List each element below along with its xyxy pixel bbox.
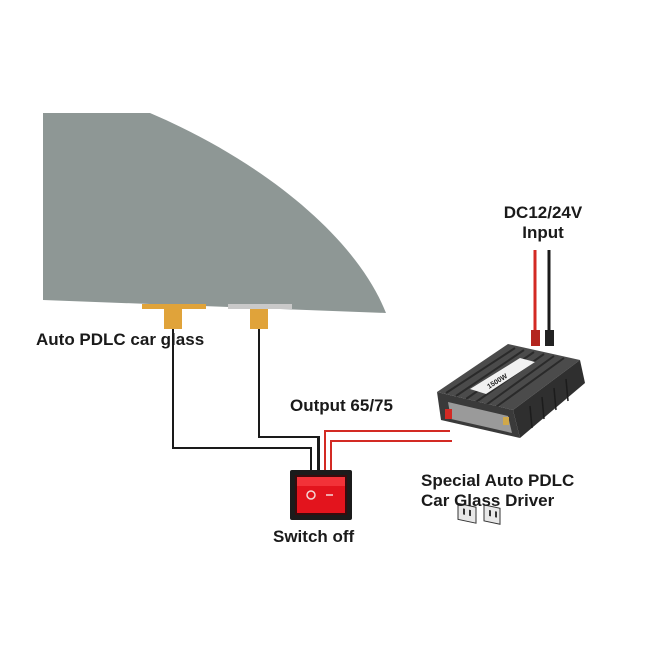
dc-plug-black (545, 330, 554, 346)
glass-terminal-left (164, 309, 182, 329)
driver-label-line2: Car Glass Driver (421, 491, 555, 510)
switch-label: Switch off (273, 527, 355, 546)
rocker-switch-icon (290, 470, 352, 520)
wire-output-red-2 (330, 440, 452, 470)
car-glass-panel (43, 113, 386, 313)
dc-input-line2: Input (522, 223, 564, 242)
driver-label: Special Auto PDLC Car Glass Driver (421, 471, 574, 511)
glass-busbar-right (228, 304, 292, 309)
dc-input-line1: DC12/24V (503, 203, 583, 222)
glass-terminal-right (250, 309, 268, 329)
wire-glass-left (172, 329, 312, 470)
output-label: Output 65/75 (290, 396, 393, 415)
wire-output-red-1 (324, 430, 450, 470)
driver-label-line1: Special Auto PDLC (421, 471, 575, 490)
power-inverter-icon: 1500W (437, 344, 585, 525)
glass-busbar-left (142, 304, 206, 309)
dc-input-label: DC12/24V Input (488, 203, 598, 243)
dc-plug-red (531, 330, 540, 346)
glass-label: Auto PDLC car glass (36, 330, 205, 349)
